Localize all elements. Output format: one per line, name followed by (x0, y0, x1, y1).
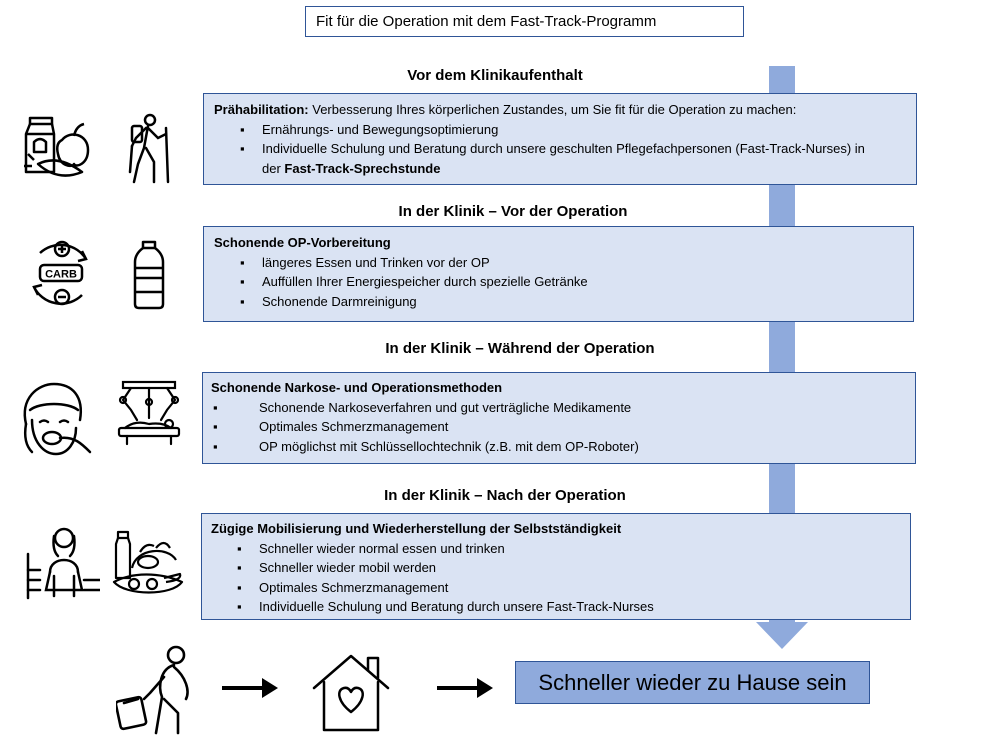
section-lead: Prähabilitation: Verbesserung Ihres körp… (214, 102, 797, 117)
list-item: Schonende Narkoseverfahren und gut vertr… (211, 398, 915, 418)
groceries-icon (112, 530, 184, 594)
patient-bed-icon (26, 527, 100, 600)
section-box-after-op: Zügige Mobilisierung und Wiederherstellu… (201, 513, 911, 620)
list-item: Schonende Darmreinigung (214, 292, 913, 312)
section-box-during-op: Schonende Narkose- und Operationsmethode… (202, 372, 916, 464)
timeline-arrow-head (756, 622, 808, 649)
section-box-before-stay: Prähabilitation: Verbesserung Ihres körp… (203, 93, 917, 185)
list-item: Individuelle Schulung und Beratung durch… (211, 597, 910, 617)
food-icon (24, 116, 90, 177)
section-lead: Schonende OP-Vorbereitung (214, 235, 391, 250)
list-item: Optimales Schmerzmanagement (211, 417, 915, 437)
traveler-icon (116, 645, 189, 735)
section-heading-after-op: In der Klinik – Nach der Operation (384, 487, 626, 504)
diagram-title: Fit für die Operation mit dem Fast-Track… (305, 6, 744, 37)
carb-label: CARB (45, 269, 77, 281)
list-item: längeres Essen und Trinken vor der OP (214, 253, 913, 273)
list-item: OP möglichst mit Schlüssellochtechnik (z… (211, 437, 915, 457)
list-item: Auffüllen Ihrer Energiespeicher durch sp… (214, 272, 913, 292)
surgical-robot-icon (117, 380, 181, 446)
list-item: Optimales Schmerzmanagement (211, 578, 910, 598)
home-heart-icon (312, 654, 390, 732)
arrow-right-icon (437, 678, 493, 698)
section-lead: Zügige Mobilisierung und Wiederherstellu… (211, 521, 622, 536)
section-heading-before-stay: Vor dem Klinikaufenthalt (407, 67, 583, 84)
anesthesia-mask-icon (23, 382, 92, 456)
list-item: Schneller wieder mobil werden (211, 558, 910, 578)
section-heading-during-op: In der Klinik – Während der Operation (385, 340, 655, 357)
water-bottle-icon (133, 240, 165, 310)
section-lead: Schonende Narkose- und Operationsmethode… (211, 380, 503, 395)
carb-icon: CARB (32, 240, 88, 306)
list-item: Individuelle Schulung und Beratung durch… (214, 139, 916, 178)
hiker-icon (128, 113, 170, 184)
section-heading-before-op: In der Klinik – Vor der Operation (398, 203, 628, 220)
section-box-before-op: Schonende OP-Vorbereitung längeres Essen… (203, 226, 914, 322)
list-item: Ernährungs- und Bewegungsoptimierung (214, 120, 916, 140)
list-item: Schneller wieder normal essen und trinke… (211, 539, 910, 559)
final-goal-box: Schneller wieder zu Hause sein (515, 661, 870, 704)
arrow-right-icon (222, 678, 278, 698)
